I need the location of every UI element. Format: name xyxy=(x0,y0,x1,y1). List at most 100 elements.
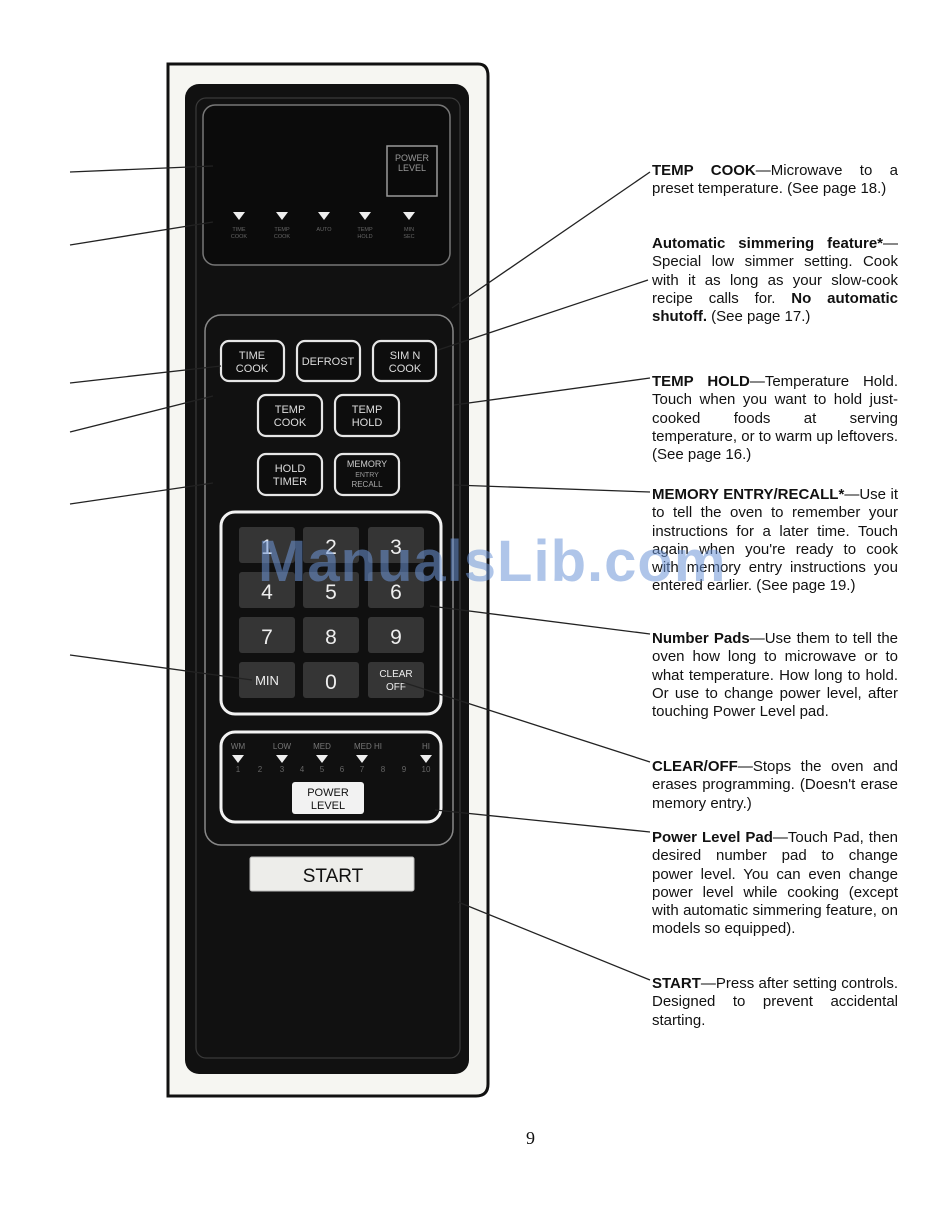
indicator-label-2b: COOK xyxy=(274,234,291,240)
power-num-8: 8 xyxy=(381,765,386,774)
indicator-label-5a: MIN xyxy=(404,227,414,233)
display-power-level-line2: LEVEL xyxy=(398,163,426,173)
pad-temp-cook-line2: COOK xyxy=(274,417,307,429)
power-num-3: 3 xyxy=(280,765,285,774)
watermark: ManualsLib.com xyxy=(258,529,727,594)
pad-hold-timer[interactable]: HOLD TIMER xyxy=(256,452,324,497)
key-1[interactable]: 1 xyxy=(239,527,295,563)
pad-temp-cook-line1: TEMP xyxy=(275,404,306,416)
power-level-pad[interactable]: POWER LEVEL xyxy=(292,782,364,814)
callout-start: START—Press after setting controls. Desi… xyxy=(652,975,898,1029)
indicator-arrow-2 xyxy=(276,212,288,220)
pad-simmer-cook[interactable]: SIM N COOK xyxy=(371,339,438,383)
leader-clear-off xyxy=(401,681,651,763)
leader-left-4 xyxy=(69,395,214,433)
key-5-label: 5 xyxy=(325,581,337,604)
power-scale-numbers: 1 2 3 4 5 6 7 8 9 10 xyxy=(236,765,431,774)
indicator-arrow-5 xyxy=(403,212,415,220)
pad-memory-line1: MEMORY xyxy=(347,459,387,469)
display-power-level-line1: POWER xyxy=(395,153,430,163)
page-number: 9 xyxy=(526,1128,535,1148)
display-indicators: TIME COOK TEMP COOK AUTO TEMP HOLD MIN S… xyxy=(231,212,415,240)
leader-simmering xyxy=(437,279,649,351)
callout-power-level: Power Level Pad—Touch Pad, then desired … xyxy=(652,829,898,938)
pad-temp-hold[interactable]: TEMP HOLD xyxy=(333,393,401,438)
pad-temp-hold-line1: TEMP xyxy=(352,404,383,416)
indicator-label-4b: HOLD xyxy=(357,234,372,240)
start-pad-label: START xyxy=(303,866,364,887)
key-7-label: 7 xyxy=(261,626,273,649)
power-arrow-3 xyxy=(316,755,328,763)
power-word-wm: WM xyxy=(231,742,246,751)
power-num-10: 10 xyxy=(422,765,431,774)
pad-simmer-cook-line1: SIM N xyxy=(390,350,421,362)
key-0[interactable]: 0 xyxy=(303,662,359,698)
pad-memory-line2: ENTRY xyxy=(355,472,379,479)
power-level-pad-line1: POWER xyxy=(307,787,349,799)
indicator-label-1a: TIME xyxy=(232,227,245,233)
pad-temp-cook[interactable]: TEMP COOK xyxy=(256,393,324,438)
pad-hold-timer-line2: TIMER xyxy=(273,476,307,488)
start-pad[interactable]: START xyxy=(249,856,415,892)
callout-temp-cook: TEMP COOK—Microwave to a preset temperat… xyxy=(652,162,898,198)
pad-time-cook-line1: TIME xyxy=(239,350,265,362)
right-leader-lines xyxy=(401,171,651,981)
key-6-label: 6 xyxy=(390,581,402,604)
power-num-6: 6 xyxy=(340,765,345,774)
pad-memory-recall[interactable]: MEMORY ENTRY RECALL xyxy=(333,452,401,497)
leader-left-1 xyxy=(69,165,214,173)
key-8-label: 8 xyxy=(325,626,337,649)
power-arrow-4 xyxy=(356,755,368,763)
callout-clear-off: CLEAR/OFF—Stops the oven and erases prog… xyxy=(652,758,898,812)
pad-temp-hold-line2: HOLD xyxy=(352,417,383,429)
key-min-label: MIN xyxy=(255,673,279,688)
key-clear-line1: CLEAR xyxy=(379,669,412,680)
indicator-arrow-3 xyxy=(318,212,330,220)
leader-power-level xyxy=(434,809,651,833)
leader-memory xyxy=(453,484,651,493)
key-9[interactable]: 9 xyxy=(368,617,424,653)
key-5[interactable]: 5 xyxy=(303,572,359,608)
callout-memory-recall: MEMORY ENTRY/RECALL*—Use it to tell the … xyxy=(652,486,899,595)
power-word-hi: HI xyxy=(422,742,430,751)
indicator-label-5b: SEC xyxy=(403,234,414,240)
leader-temp-hold xyxy=(453,377,651,406)
key-4[interactable]: 4 xyxy=(239,572,295,608)
indicator-arrow-4 xyxy=(359,212,371,220)
display-window xyxy=(202,104,451,266)
power-level-pad-line2: LEVEL xyxy=(311,800,345,812)
callout-number-pads: Number Pads—Use them to tell the oven ho… xyxy=(652,630,898,721)
leader-number-pads xyxy=(429,605,651,635)
power-word-low: LOW xyxy=(273,742,292,751)
pad-time-cook-line2: COOK xyxy=(236,363,269,375)
pad-hold-timer-line1: HOLD xyxy=(275,463,306,475)
leader-left-2 xyxy=(69,221,214,246)
power-word-med: MED xyxy=(313,742,331,751)
pad-defrost[interactable]: DEFROST xyxy=(295,339,362,383)
left-leader-lines xyxy=(69,165,253,681)
key-4-label: 4 xyxy=(261,581,273,604)
power-num-2: 2 xyxy=(258,765,263,774)
panel-inner-border xyxy=(195,97,461,1059)
indicator-label-4a: TEMP xyxy=(357,227,373,233)
power-arrow-2 xyxy=(276,755,288,763)
indicator-label-1b: COOK xyxy=(231,234,248,240)
indicator-arrow-1 xyxy=(233,212,245,220)
indicator-label-2a: TEMP xyxy=(274,227,290,233)
key-8[interactable]: 8 xyxy=(303,617,359,653)
key-9-label: 9 xyxy=(390,626,402,649)
key-6[interactable]: 6 xyxy=(368,572,424,608)
display-power-level-box xyxy=(386,145,438,197)
key-3-label: 3 xyxy=(390,536,402,559)
power-num-7: 7 xyxy=(360,765,365,774)
key-2-label: 2 xyxy=(325,536,337,559)
key-2[interactable]: 2 xyxy=(303,527,359,563)
pad-time-cook[interactable]: TIME COOK xyxy=(219,339,286,383)
indicator-label-3a: AUTO xyxy=(316,227,332,233)
key-min[interactable]: MIN xyxy=(239,662,295,698)
key-7[interactable]: 7 xyxy=(239,617,295,653)
key-3[interactable]: 3 xyxy=(368,527,424,563)
power-arrow-1 xyxy=(232,755,244,763)
